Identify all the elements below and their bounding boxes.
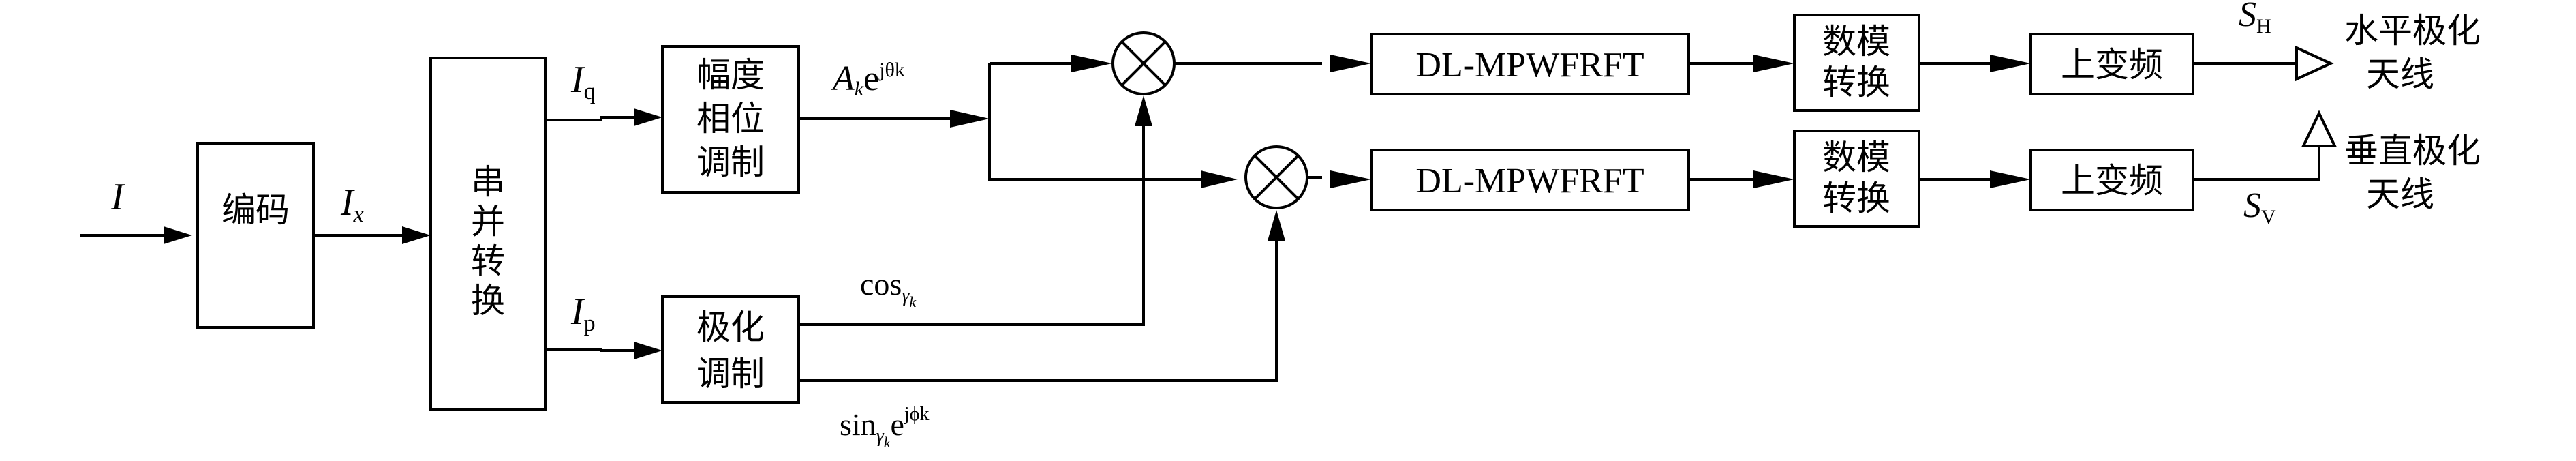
wire-sp-to-amp <box>545 116 637 121</box>
arrowhead <box>1753 55 1794 72</box>
sp-label-3: 转 <box>471 241 505 281</box>
sv-signal-label: SV <box>2243 186 2276 228</box>
arrowhead <box>164 226 192 244</box>
ip-signal-label: Ip <box>570 291 596 336</box>
sp-label-2: 并 <box>471 202 505 241</box>
upconvert-top-label: 上变频 <box>2061 45 2163 85</box>
input-signal-label: I <box>110 176 125 218</box>
frft-label-bottom: DL-MPWFRFT <box>1415 162 1644 200</box>
arrowhead <box>1990 55 2031 72</box>
dac-bottom-label-2: 转换 <box>1822 179 1890 218</box>
h-antenna-label-2: 天线 <box>2366 55 2434 94</box>
arrowhead <box>634 342 662 359</box>
vertical-antenna-icon <box>2301 110 2337 147</box>
sp-label-4: 换 <box>471 281 505 321</box>
arrowhead <box>1330 170 1371 188</box>
pol-label-2: 调制 <box>696 354 765 393</box>
dac-top-label-2: 转换 <box>1822 63 1890 102</box>
iq-signal-label: Iq <box>570 59 596 104</box>
arrowheads <box>164 55 2031 359</box>
frft-block-top <box>1370 33 1690 95</box>
frft-label-top: DL-MPWFRFT <box>1415 46 1644 85</box>
encoded-signal-label: Ix <box>340 181 364 227</box>
upconvert-block-top <box>2029 33 2194 95</box>
amp-output-signal-label: Akejθk <box>831 59 905 100</box>
horizontal-antenna-icon <box>2295 45 2334 82</box>
amp-label-3: 调制 <box>696 143 765 182</box>
arrowhead <box>1753 170 1794 188</box>
dac-bottom-label-1: 数模 <box>1822 138 1890 177</box>
wire-upconv-bottom-out <box>2193 146 2320 181</box>
wire-sin <box>799 241 1278 382</box>
dac-block-bottom <box>1793 130 1920 228</box>
upconvert-block-bottom <box>2029 149 2194 211</box>
arrowhead <box>1990 170 2031 188</box>
connection-wires <box>80 62 2320 382</box>
wire-cos <box>799 115 1145 326</box>
amp-label-1: 幅度 <box>696 55 765 95</box>
v-antenna-label-2: 天线 <box>2366 175 2434 214</box>
sin-signal-label: sinγkejϕk <box>840 404 929 451</box>
arrowhead <box>950 110 990 128</box>
encode-block <box>196 142 315 329</box>
amp-label-2: 相位 <box>696 99 765 138</box>
arrowhead <box>1330 55 1371 72</box>
serial-parallel-block <box>429 57 547 411</box>
arrowhead <box>1201 170 1238 188</box>
pol-label-1: 极化 <box>696 308 765 347</box>
dac-top-label-1: 数模 <box>1822 22 1890 61</box>
arrowhead <box>634 108 662 126</box>
multiplier-cross <box>1253 154 1300 200</box>
h-antenna-label-1: 水平极化 <box>2344 11 2481 50</box>
frft-block-bottom <box>1370 149 1690 211</box>
sh-signal-label: SH <box>2239 0 2271 38</box>
dac-block-top <box>1793 14 1920 112</box>
wire-splitter <box>988 63 1201 181</box>
wire-sp-to-pol <box>545 348 637 352</box>
arrowhead <box>1268 210 1285 241</box>
cos-signal-label: cosγk <box>860 267 917 310</box>
sp-label-1: 串 <box>471 162 505 202</box>
multiplier-bottom <box>1244 145 1308 209</box>
v-antenna-label-1: 垂直极化 <box>2344 131 2481 170</box>
arrowhead <box>402 226 431 244</box>
encode-label: 编码 <box>221 190 290 230</box>
arrowhead <box>1071 55 1112 72</box>
multiplier-top <box>1111 31 1176 95</box>
arrowhead <box>1135 95 1152 126</box>
multiplier-cross <box>1120 40 1167 87</box>
amp-phase-mod-block <box>661 45 800 194</box>
upconvert-bottom-label: 上变频 <box>2061 161 2163 200</box>
polarization-mod-block <box>661 295 800 404</box>
